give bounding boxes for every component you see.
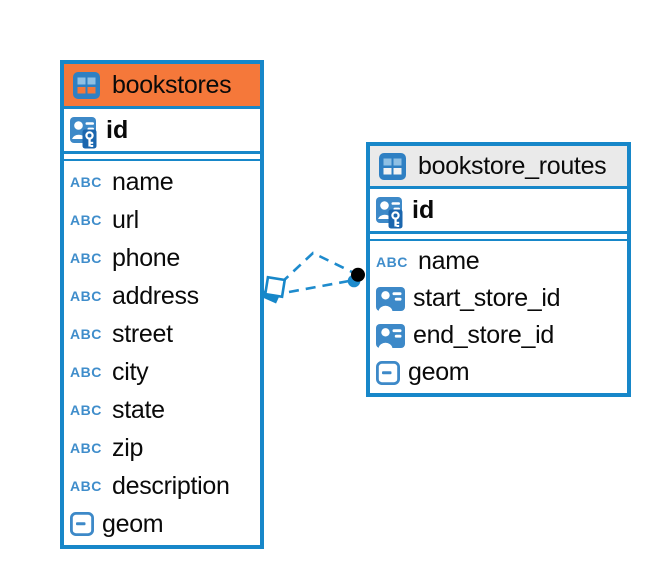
column-name: address: [112, 281, 199, 310]
column-name: state: [112, 395, 165, 424]
column-name: zip: [112, 433, 144, 462]
text-type-icon: ABC: [70, 364, 102, 380]
section-divider: [64, 154, 260, 161]
column-row[interactable]: ABC city: [64, 353, 260, 391]
table-bookstores[interactable]: bookstores id: [60, 60, 264, 549]
text-type-icon: ABC: [70, 250, 102, 266]
text-type-icon: ABC: [70, 478, 102, 494]
column-name: start_store_id: [413, 284, 561, 312]
column-row[interactable]: ABC url: [64, 201, 260, 239]
table-bookstore-routes[interactable]: bookstore_routes id: [366, 142, 631, 397]
column-row-pk[interactable]: id: [64, 109, 260, 154]
column-name: geom: [408, 358, 470, 386]
section-divider: [370, 234, 627, 241]
column-name: id: [106, 115, 129, 144]
primary-key-icon: [376, 196, 403, 229]
relationship-line-lower[interactable]: [288, 279, 350, 294]
column-row[interactable]: end_store_id: [370, 317, 627, 354]
text-type-icon: ABC: [70, 288, 102, 304]
table-icon: [73, 71, 100, 99]
column-row[interactable]: ABC name: [370, 243, 627, 280]
table-title: bookstores: [112, 70, 232, 99]
column-name: name: [112, 167, 174, 196]
column-row[interactable]: ABC address: [64, 277, 260, 315]
column-name: city: [112, 357, 149, 386]
text-type-icon: ABC: [70, 440, 102, 456]
relationship-line-upper[interactable]: [280, 251, 353, 284]
column-row[interactable]: start_store_id: [370, 280, 627, 317]
text-type-icon: ABC: [70, 174, 102, 190]
column-row[interactable]: ABC name: [64, 163, 260, 201]
table-title: bookstore_routes: [418, 151, 607, 180]
column-row[interactable]: ABC state: [64, 391, 260, 429]
column-name: end_store_id: [413, 321, 554, 349]
primary-key-icon: [70, 116, 97, 149]
column-name: geom: [102, 509, 164, 538]
reference-type-icon: [376, 323, 405, 348]
many-side-marker: [261, 275, 287, 304]
column-row[interactable]: ABC description: [64, 467, 260, 505]
column-name: name: [418, 247, 480, 275]
column-row[interactable]: geom: [370, 354, 627, 391]
one-side-marker: [347, 267, 365, 288]
column-name: url: [112, 205, 139, 234]
column-name: id: [412, 195, 435, 224]
text-type-icon: ABC: [70, 326, 102, 342]
text-type-icon: ABC: [376, 253, 408, 270]
table-bookstore-routes-header[interactable]: bookstore_routes: [370, 146, 627, 189]
text-type-icon: ABC: [70, 212, 102, 228]
column-name: phone: [112, 243, 181, 272]
reference-type-icon: [376, 286, 405, 311]
table-bookstores-header[interactable]: bookstores: [64, 64, 260, 109]
text-type-icon: ABC: [70, 402, 102, 418]
column-row[interactable]: ABC zip: [64, 429, 260, 467]
geometry-type-icon: [376, 360, 400, 385]
column-row[interactable]: geom: [64, 505, 260, 543]
table-icon: [379, 152, 406, 180]
column-list: ABC name ABC url ABC phone ABC address A…: [64, 161, 260, 543]
column-name: description: [112, 471, 230, 500]
column-row-pk[interactable]: id: [370, 189, 627, 234]
geometry-type-icon: [70, 512, 94, 536]
column-name: street: [112, 319, 173, 348]
column-row[interactable]: ABC phone: [64, 239, 260, 277]
column-row[interactable]: ABC street: [64, 315, 260, 353]
column-list: ABC name start_store_id: [370, 241, 627, 391]
